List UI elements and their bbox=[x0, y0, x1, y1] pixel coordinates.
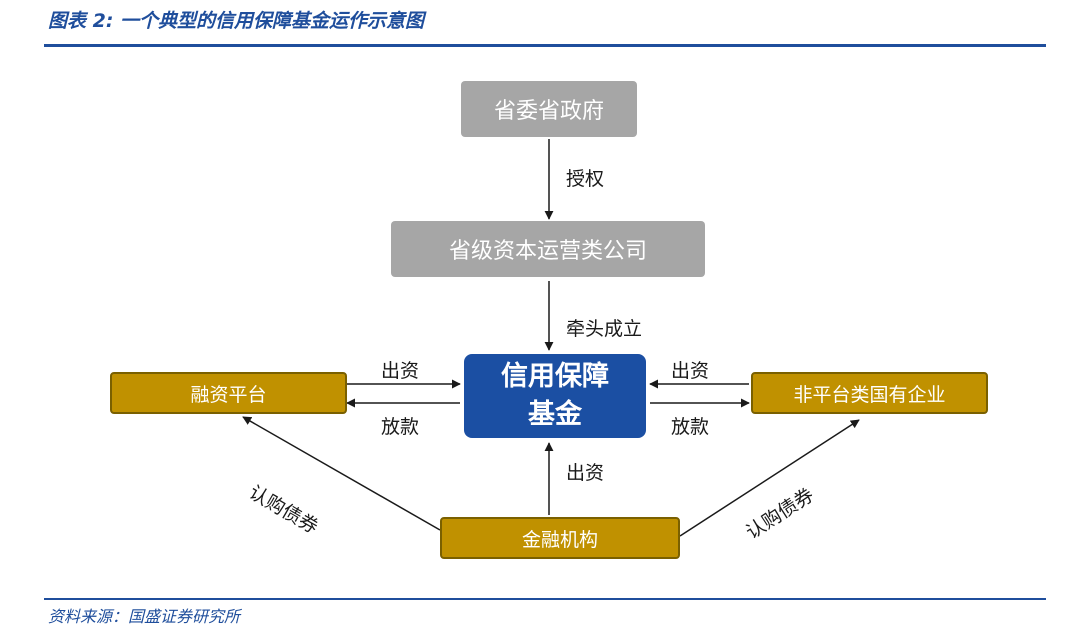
edge-label-bottom-contribute: 出资 bbox=[566, 462, 605, 484]
figure-title: 图表 2: 一个典型的信用保障基金运作示意图 bbox=[48, 10, 425, 32]
node-financing-platform-label: 融资平台 bbox=[190, 383, 267, 406]
edge-label-left-lend: 放款 bbox=[381, 416, 420, 438]
node-financial-institution-label: 金融机构 bbox=[521, 528, 598, 551]
edge-label-right-lend: 放款 bbox=[671, 416, 710, 438]
arrow-left-subscribe bbox=[242, 416, 441, 531]
top-divider bbox=[44, 44, 1046, 47]
edge-label-authorize: 授权 bbox=[566, 168, 605, 190]
node-provincial-government-label: 省委省政府 bbox=[493, 99, 604, 124]
node-non-platform-soe-label: 非平台类国有企业 bbox=[793, 383, 946, 406]
source-note: 资料来源：国盛证券研究所 bbox=[48, 607, 241, 626]
node-credit-guarantee-fund-line1: 信用保障 bbox=[501, 361, 609, 392]
arrow-right-subscribe bbox=[679, 419, 860, 537]
node-capital-operation-company: 省级资本运营类公司 bbox=[391, 221, 705, 277]
bottom-divider bbox=[44, 598, 1046, 600]
node-financial-institution: 金融机构 bbox=[440, 517, 680, 559]
node-credit-guarantee-fund: 信用保障 基金 bbox=[464, 354, 646, 438]
edge-label-right-contribute: 出资 bbox=[671, 360, 710, 382]
edge-label-lead-establish: 牵头成立 bbox=[566, 318, 643, 340]
node-non-platform-soe: 非平台类国有企业 bbox=[751, 372, 988, 414]
node-provincial-government: 省委省政府 bbox=[461, 81, 637, 137]
node-credit-guarantee-fund-line2: 基金 bbox=[528, 399, 582, 430]
node-capital-operation-company-label: 省级资本运营类公司 bbox=[448, 239, 647, 264]
edge-label-left-contribute: 出资 bbox=[381, 360, 420, 382]
node-financing-platform: 融资平台 bbox=[110, 372, 347, 414]
